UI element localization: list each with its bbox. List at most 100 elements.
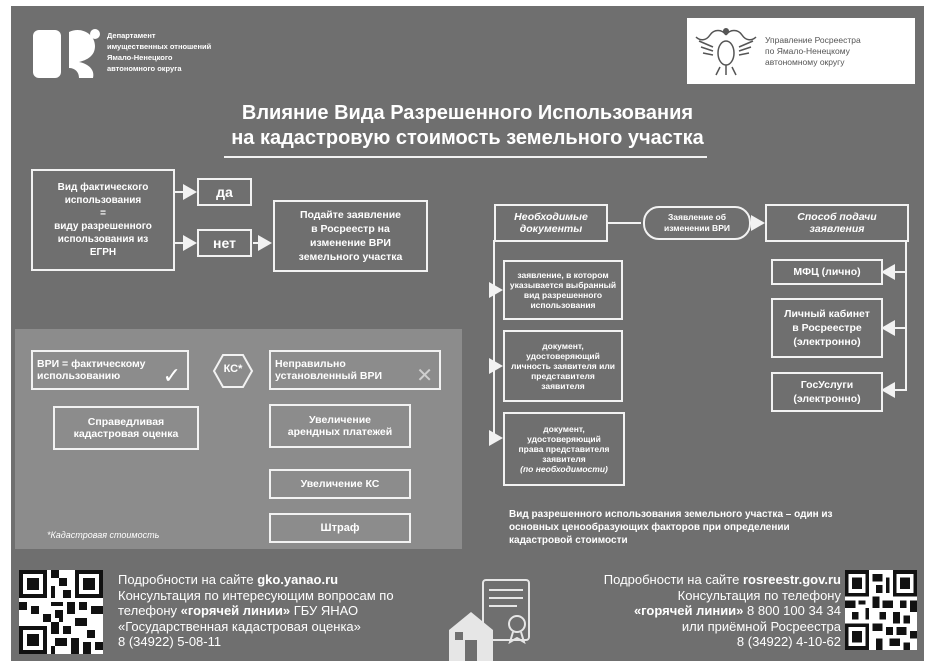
house-certificate-icon <box>443 574 549 661</box>
qr-code-right <box>845 570 917 650</box>
rosreestr-line: по Ямало-Ненецкому <box>765 45 850 56</box>
footer-line: телефону <box>118 603 181 619</box>
footer-line: «Государственная кадастровая оценка» <box>118 618 361 634</box>
qr-code-left <box>19 570 103 654</box>
doc-identity-box: документ, удостоверяющий личность заявит… <box>503 330 623 402</box>
box-line: использованию <box>37 370 121 382</box>
box-line: Неправильно <box>275 357 346 370</box>
box-line: (электронно) <box>793 336 861 348</box>
box-line: виду разрешенного <box>54 221 152 232</box>
box-line: Способ подачи <box>797 210 877 223</box>
box-line: заявление, в котором <box>517 269 609 280</box>
no-box: нет <box>197 229 252 257</box>
box-line: установленный ВРИ <box>275 370 382 382</box>
gosuslugi-box: ГосУслуги (электронно) <box>771 372 883 412</box>
box-line: Личный кабинет <box>784 308 870 320</box>
box-line: представителя <box>531 371 595 382</box>
box-line: Увеличение <box>309 413 371 426</box>
dept-line: имущественных отношений <box>107 42 212 51</box>
box-line: вид разрешенного <box>523 290 603 300</box>
cross-icon: ✕ <box>416 365 433 387</box>
box-line: изменение ВРИ <box>310 237 391 249</box>
department-name: Департамент имущественных отношений Ямал… <box>107 30 211 74</box>
website-link[interactable]: gko.yanao.ru <box>257 572 339 587</box>
doc-rights-box: документ, удостоверяющий права представи… <box>503 412 625 486</box>
footer-left-text: Подробности на сайте gko.yanao.ru Консул… <box>118 572 468 650</box>
fair-valuation-box: Справедливая кадастровая оценка <box>53 406 199 450</box>
page-title: Влияние Вида Разрешенного Использования … <box>11 102 924 150</box>
box-line: использования из <box>57 234 149 245</box>
hotline-label: «горячей линии» <box>633 603 744 619</box>
note-line: основных ценообразующих факторов при опр… <box>509 522 790 533</box>
footer-line: Подробности на сайте <box>118 572 258 587</box>
poster: Департамент имущественных отношений Ямал… <box>11 6 924 661</box>
phone-number: 8 (34922) 4-10-62 <box>736 634 841 650</box>
website-link[interactable]: rosreestr.gov.ru <box>742 572 841 587</box>
doc-application-box: заявление, в котором указывается выбранн… <box>503 260 623 320</box>
box-line: Подайте заявление <box>299 209 402 221</box>
box-line: Необходимые <box>514 210 588 223</box>
footer-right-text: Подробности на сайте rosreestr.gov.ru Ко… <box>547 572 841 650</box>
footer-line: Консультация по интересующим вопросам по <box>118 587 394 603</box>
footer-line: ГБУ ЯНАО <box>290 603 359 619</box>
rosreestr-name: Управление Росреестра по Ямало-Ненецкому… <box>765 35 861 68</box>
ks-diamond: КС* <box>210 352 256 390</box>
ks-increase-box: Увеличение КС <box>269 469 411 499</box>
dept-line: автономного округа <box>107 64 182 73</box>
correct-use-box: ВРИ = фактическому использованию ✓ <box>31 350 189 390</box>
phone-number: 8 (34922) 5-08-11 <box>118 634 222 650</box>
rosreestr-line: автономному округу <box>765 56 845 67</box>
cabinet-box: Личный кабинет в Росреестре (электронно) <box>771 298 883 358</box>
rosreestr-line: Управление Росреестра <box>765 34 861 45</box>
ks-label: КС* <box>223 363 243 375</box>
box-line: арендных платежей <box>287 426 393 438</box>
box-line: удостоверяющий <box>527 433 601 444</box>
box-line: в Росреестре <box>792 322 862 334</box>
note-line: Вид разрешенного использования земельног… <box>509 509 833 520</box>
box-line: земельного участка <box>298 251 403 263</box>
footer-line: Подробности на сайте <box>603 572 743 587</box>
box-line: права представителя <box>518 443 610 454</box>
box-line: заявителя <box>542 454 586 465</box>
box-line: = <box>100 208 106 219</box>
mfc-box: МФЦ (лично) <box>771 259 883 285</box>
box-line: документ, <box>542 340 584 351</box>
box-line: использования <box>530 300 596 311</box>
dept-line: Ямало-Ненецкого <box>107 53 173 62</box>
title-line-2: на кадастровую стоимость земельного учас… <box>231 127 704 149</box>
footer-line: 8 800 100 34 34 <box>743 603 841 619</box>
box-line: ГосУслуги <box>800 379 854 391</box>
yes-box: да <box>197 178 252 206</box>
box-line: указывается выбранный <box>509 279 617 290</box>
fine-box: Штраф <box>269 513 411 543</box>
eagle-emblem-icon <box>695 25 757 77</box>
box-line: (по необходимости) <box>520 464 608 475</box>
actual-use-question-box: Вид фактического использования = виду ра… <box>31 169 175 271</box>
title-line-1: Влияние Вида Разрешенного Использования <box>241 102 694 124</box>
box-line: документ, <box>543 423 585 434</box>
rent-increase-box: Увеличение арендных платежей <box>269 404 411 448</box>
wrong-use-box: Неправильно установленный ВРИ ✕ <box>269 350 441 390</box>
box-line: личность заявителя или <box>511 360 615 371</box>
box-line: заявителя <box>541 381 585 392</box>
box-line: в Росреестр на <box>311 223 390 235</box>
check-icon: ✓ <box>162 362 181 388</box>
box-line: Справедливая <box>87 415 165 428</box>
apply-box: Подайте заявление в Росреестр на изменен… <box>273 200 428 272</box>
box-line: документы <box>519 223 583 235</box>
footer-line: или приёмной Росреестра <box>681 618 841 634</box>
box-line: заявления <box>809 223 865 235</box>
footnote: *Кадастровая стоимость <box>47 530 160 540</box>
note-text: Вид разрешенного использования земельног… <box>509 508 833 547</box>
dept-line: Департамент <box>107 31 156 40</box>
box-line: ЕГРН <box>89 247 117 258</box>
box-line: Заявление об <box>667 212 726 222</box>
department-logo <box>33 26 103 82</box>
rosreestr-badge: Управление Росреестра по Ямало-Ненецкому… <box>687 18 915 84</box>
box-line: использования <box>64 195 142 206</box>
footer-line: Консультация по телефону <box>677 587 841 603</box>
box-line: ВРИ = фактическому <box>37 357 146 370</box>
documents-header-box: Необходимые документы <box>494 204 608 242</box>
box-line: кадастровая оценка <box>73 428 179 440</box>
box-line: (электронно) <box>793 393 861 405</box>
